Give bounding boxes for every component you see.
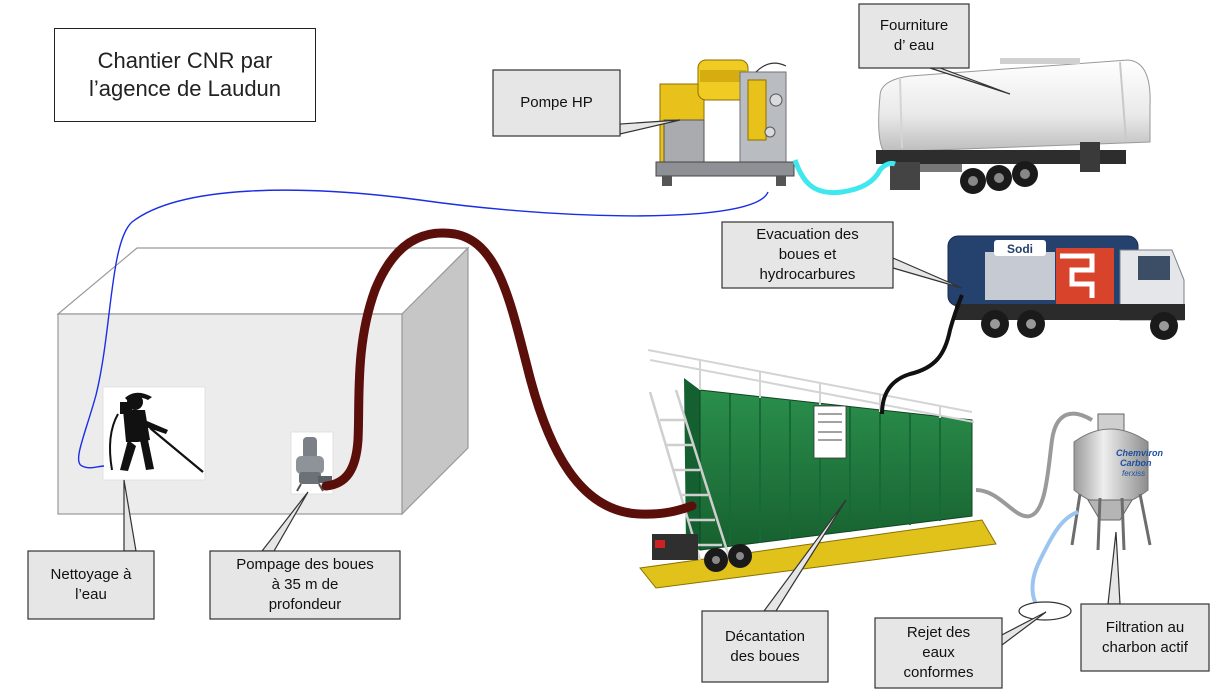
hp-pump-unit-icon [655,59,795,186]
filter-feed-hose [975,411,1094,519]
discharge-point [1018,601,1072,621]
filter-brand-line3: ferxiss [1122,469,1145,478]
callout-fourniture-eau-line2: d’ eau [893,37,935,54]
callout-filtration-line2: charbon actif [1102,638,1188,656]
callout-pompage-line1: Pompage des boues [236,556,374,573]
decantation-tank-icon [639,349,997,589]
worker-pressure-washer-icon [102,386,206,481]
callout-rejet-line2: eaux [922,644,955,661]
water-tanker-icon [876,58,1151,194]
callout-pompe-hp-line1: Pompe HP [520,94,593,111]
callout-evacuation-line2: boues et [778,246,837,263]
callout-boxes [27,3,1210,689]
callout-pompage-line3: profondeur [268,596,342,613]
callout-nettoyage-line2: l’eau [75,586,107,603]
submersible-pump-icon [290,431,334,495]
vacuum-hose [880,294,964,415]
callout-nettoyage: Nettoyage à l’eau [28,551,154,619]
callout-decantation: Décantation des boues [702,611,828,682]
callout-evacuation-line1: Evacuation des [756,226,859,243]
hp-water-hose [77,189,769,469]
title-line2: l’agence de Laudun [88,76,282,101]
callout-rejet-line1: Rejet des [906,624,971,641]
callout-nettoyage-line1: Nettoyage à [50,566,132,583]
callout-fourniture-eau-line1: Fourniture [879,17,949,34]
filter-brand-line2: Carbon [1120,458,1152,468]
callout-filtration: Filtration au charbon actif [1081,604,1209,671]
callout-pointers [123,67,1121,646]
callout-evacuation: Evacuation des boues et hydrocarbures [722,222,893,288]
callout-rejet-line3: conformes [903,664,974,681]
callout-rejet: Rejet des eaux conformes [875,618,1002,688]
water-supply-hose [792,159,896,196]
truck-brand-label: Sodi [1007,242,1033,256]
vacuum-truck-icon: Sodi [947,235,1185,340]
callout-pompe-hp: Pompe HP [493,70,620,136]
sludge-hose [321,228,697,519]
callout-pompage-line2: à 35 m de [271,576,339,593]
callout-fourniture-eau: Fourniture d’ eau [859,4,969,68]
diagram-title: Chantier CNR par l’agence de Laudun [54,28,316,122]
title-line1: Chantier CNR par [97,48,273,73]
carbon-filter-icon: Chemviron Carbon ferxiss [1070,413,1164,551]
callout-decantation-line1: Décantation [724,627,806,645]
callout-evacuation-line3: hydrocarbures [759,266,856,283]
callout-filtration-line1: Filtration au [1105,618,1185,636]
callout-pompage: Pompage des boues à 35 m de profondeur [210,551,400,619]
callout-decantation-line2: des boues [730,647,800,665]
discharge-hose [1030,510,1079,612]
filter-brand-line1: Chemviron [1116,448,1164,458]
